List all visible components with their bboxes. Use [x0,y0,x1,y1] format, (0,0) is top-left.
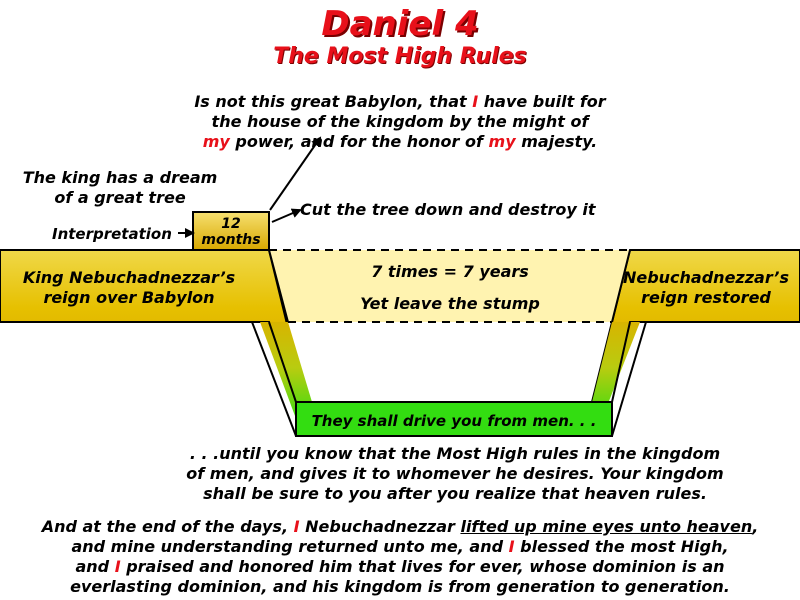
page-title: Daniel 4 [321,4,479,44]
quote-text: have built for [478,92,606,111]
quote-text: majesty. [515,132,598,151]
reign-line: reign over Babylon [43,288,215,307]
gap-left-wall [268,249,289,323]
cut-arrow [271,208,302,223]
months-label: 12 months [193,216,269,248]
final-text: and mine understanding returned unto me,… [71,537,509,556]
reign-restored-label: Nebuchadnezzar’s reign restored [612,268,800,308]
quote-emphasis: my [202,132,230,151]
final-emphasis: I [114,557,121,576]
quote-text: power, and for the honor of [229,132,489,151]
final-text: blessed the most High, [514,537,729,556]
seven-times-label: 7 times = 7 years [371,262,529,281]
dream-line: The king has a dream [22,168,218,187]
page-subtitle: The Most High Rules [273,44,527,69]
final-emphasis: I [508,537,515,556]
quote-emphasis: my [488,132,516,151]
dream-label: The king has a dream of a great tree [0,168,240,208]
restored-line: reign restored [641,288,771,307]
valley-left-edge [268,321,297,436]
final-underlined: lifted up mine eyes unto heaven [460,517,753,536]
valley-right-outer [611,321,647,437]
quote-text: the house of the kingdom by the might of [211,112,589,131]
months-unit: months [201,232,261,248]
drive-from-men-label: They shall drive you from men. . . [311,412,597,430]
interpretation-label: Interpretation [52,225,172,243]
quote-arrow [269,136,322,211]
reign-line: King Nebuchadnezzar’s [22,268,236,287]
cut-tree-label: Cut the tree down and destroy it [300,200,596,219]
months-box [192,211,270,251]
final-text: And at the end of the days, [41,517,294,536]
reign-label: King Nebuchadnezzar’s reign over Babylon [0,268,258,308]
final-text: and [75,557,115,576]
stump-label: Yet leave the stump [360,294,540,313]
babylon-quote: Is not this great Babylon, that I have b… [150,92,650,152]
seven-years-gap [269,250,630,322]
quote-emphasis: I [472,92,479,111]
gap-right-wall [611,249,631,323]
final-text: praised and honored him that lives for e… [120,557,725,576]
restoration-text: And at the end of the days, I Nebuchadne… [0,517,800,597]
valley-right-edge [611,321,631,436]
quote-text: Is not this great Babylon, that [194,92,473,111]
valley-left-outer [251,321,297,437]
dream-line: of a great tree [54,188,186,207]
restored-line: Nebuchadnezzar’s [622,268,790,287]
final-text: Nebuchadnezzar [299,517,461,536]
until-line: shall be sure to you after you realize t… [203,484,707,503]
until-line: of men, and gives it to whomever he desi… [186,464,724,483]
until-you-know-text: . . .until you know that the Most High r… [150,444,760,504]
months-number: 12 [221,216,241,232]
final-emphasis: I [293,517,300,536]
final-text: everlasting dominion, and his kingdom is… [70,577,730,596]
until-line: . . .until you know that the Most High r… [189,444,721,463]
final-text: , [752,517,759,536]
